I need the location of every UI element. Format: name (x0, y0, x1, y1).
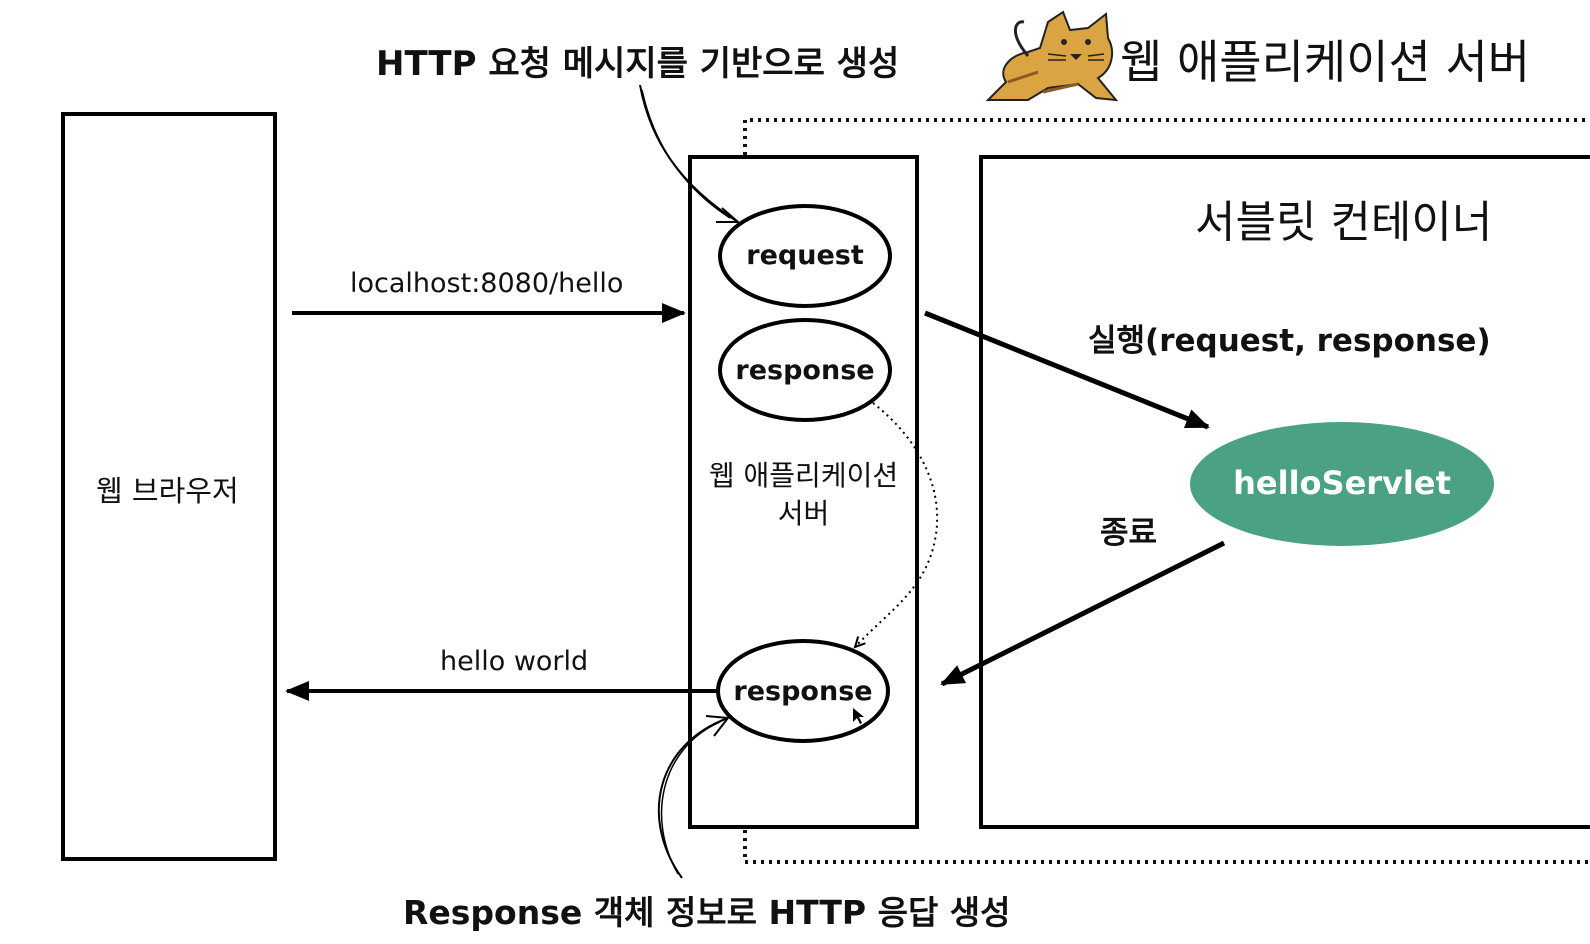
was-label-line1: 웹 애플리케이션 (708, 459, 899, 492)
top-annotation: HTTP 요청 메시지를 기반으로 생성 (376, 44, 900, 84)
execute-arrow (924, 310, 1210, 430)
web-browser-label: 웹 브라우저 (96, 474, 239, 508)
request-url-label: localhost:8080/hello (350, 268, 624, 299)
mouse-cursor (853, 708, 864, 724)
response-out-label: response (733, 676, 873, 707)
request-label: request (746, 240, 864, 271)
end-label: 종료 (1100, 515, 1158, 551)
servlet-container-title: 서블릿 컨테이너 (1195, 197, 1493, 248)
tomcat-cat-icon (985, 10, 1119, 102)
response-text-label: hello world (440, 646, 589, 677)
web-browser-box (61, 112, 277, 861)
hello-servlet-ellipse (1190, 422, 1494, 546)
execute-label: 실행(request, response) (1088, 323, 1491, 359)
hello-servlet-label: helloServlet (1233, 464, 1451, 502)
was-dotted-boundary (743, 118, 1590, 864)
end-arrow (940, 540, 1226, 687)
was-label-line2: 서버 (777, 497, 830, 530)
request-ellipse (718, 204, 892, 308)
server-title: 웹 애플리케이션 서버 (1120, 35, 1531, 89)
response-label: response (735, 355, 875, 386)
bottom-annotation: Response 객체 정보로 HTTP 응답 생성 (403, 893, 1011, 932)
response-ellipse (718, 318, 892, 422)
